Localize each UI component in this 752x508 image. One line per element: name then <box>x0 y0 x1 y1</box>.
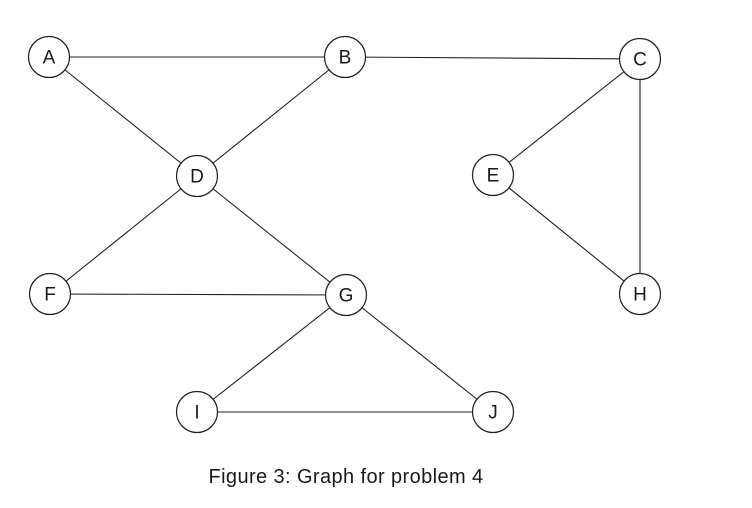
node-E: E <box>471 153 515 197</box>
node-F: F <box>28 272 72 316</box>
node-circle-H <box>618 272 662 316</box>
node-circle-C <box>618 37 662 81</box>
node-circle-D <box>175 154 219 198</box>
node-J: J <box>471 390 515 434</box>
edge-A-D <box>48 56 198 177</box>
graph-diagram: A B C D E F G H I J <box>27 35 662 434</box>
node-H: H <box>618 272 662 316</box>
node-circle-A <box>27 35 71 79</box>
node-D: D <box>175 154 219 198</box>
edge-G-I <box>196 294 347 413</box>
edge-D-G <box>196 175 347 296</box>
edge-C-E <box>492 58 641 176</box>
node-I: I <box>175 390 219 434</box>
node-circle-I <box>175 390 219 434</box>
node-circle-E <box>471 153 515 197</box>
edge-E-H <box>492 174 641 295</box>
edge-G-J <box>345 294 494 413</box>
node-circle-J <box>471 390 515 434</box>
figure-caption: Figure 3: Graph for problem 4 <box>208 466 484 488</box>
node-circle-B <box>323 35 367 79</box>
node-C: C <box>618 37 662 81</box>
node-circle-F <box>28 272 72 316</box>
node-B: B <box>323 35 367 79</box>
edge-B-D <box>196 56 346 177</box>
edge-B-C <box>344 56 641 60</box>
edge-D-F <box>49 175 198 295</box>
edge-F-G <box>49 293 347 296</box>
node-A: A <box>27 35 71 79</box>
node-circle-G <box>324 273 368 317</box>
node-G: G <box>324 273 368 317</box>
